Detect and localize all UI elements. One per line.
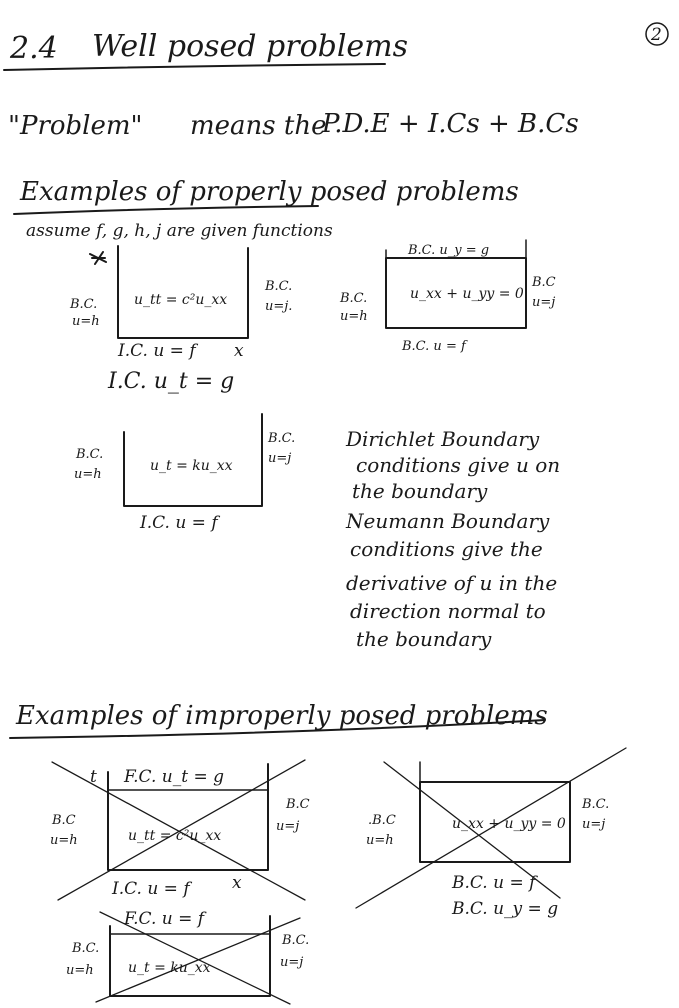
heat-left-bc-value: u=h — [74, 467, 102, 482]
improper-example-heat: F.C. u = f u_t = ku_xx B.C. u=h B.C. u=j — [66, 909, 309, 1005]
improper-heading-underline — [9, 719, 546, 739]
iheat-equation: u_t = ku_xx — [128, 960, 211, 976]
iwave-axes — [107, 763, 269, 871]
ilaplace-bottom-bc2: B.C. u_y = g — [451, 899, 558, 919]
boundary-notes: Dirichlet Boundary conditions give u on … — [345, 427, 560, 651]
ilaplace-right-bc-label: B.C. — [581, 797, 609, 812]
note-line: derivative of u in the — [346, 571, 557, 595]
note-line: Neumann Boundary — [345, 509, 550, 533]
note-line: the boundary — [352, 479, 488, 503]
wave-t-mark-icon — [89, 251, 107, 265]
iwave-left-bc-label: B.C — [51, 813, 76, 828]
wave-left-bc-value: u=h — [72, 314, 100, 329]
iwave-right-bc-label: B.C — [285, 797, 310, 812]
definition-quote: "Problem" — [8, 111, 143, 141]
iheat-left-bc-value: u=h — [66, 963, 94, 978]
iheat-right-bc-label: B.C. — [281, 933, 309, 948]
page-number-circle — [645, 22, 669, 46]
heat-left-bc-label: B.C. — [75, 447, 103, 462]
proper-example-wave: u_tt = c²u_xx B.C. u=h B.C. u=j. x I.C. … — [69, 245, 292, 394]
wave-x-axis: x — [234, 341, 244, 361]
laplace-top-line — [385, 239, 527, 259]
heat-right-bc-value: u=j — [268, 451, 291, 466]
section-underline — [3, 63, 386, 71]
proper-example-laplace: B.C. u_y = g u_xx + u_yy = 0 B.C. u=h B.… — [339, 239, 556, 354]
iheat-left-bc-label: B.C. — [71, 941, 99, 956]
page-number: 2 — [650, 25, 662, 45]
laplace-right-bc-label: B.C — [531, 275, 556, 290]
wave-ic1: I.C. u = f — [117, 341, 198, 361]
iwave-x-axis: x — [232, 873, 242, 893]
laplace-bottom-bc: B.C. u = f — [401, 339, 468, 354]
definition-means: means the — [190, 111, 326, 141]
laplace-equation: u_xx + u_yy = 0 — [410, 286, 524, 302]
laplace-right-bc-value: u=j — [532, 295, 555, 310]
note-line: conditions give the — [350, 537, 543, 561]
improper-heading: Examples of improperly posed problems — [15, 701, 548, 731]
definition-expression: P.D.E + I.Cs + B.Cs — [321, 109, 579, 139]
wave-ic2: I.C. u_t = g — [107, 369, 234, 394]
iwave-t-axis: t — [90, 767, 97, 787]
heat-ic: I.C. u = f — [139, 513, 220, 533]
iwave-equation: u_tt = c²u_xx — [128, 828, 221, 844]
improper-example-laplace: u_xx + u_yy = 0 .B.C u=h B.C. u=j B.C. u… — [355, 747, 627, 919]
laplace-top-bc: B.C. u_y = g — [407, 243, 489, 258]
ilaplace-box — [419, 781, 571, 863]
laplace-box — [385, 257, 527, 329]
iwave-top-fc: F.C. u_t = g — [123, 767, 224, 787]
section-title: Well posed problems — [92, 29, 408, 64]
ilaplace-cross-icon — [355, 747, 627, 909]
heat-right-bc-label: B.C. — [267, 431, 295, 446]
iwave-cross-icon — [51, 759, 306, 901]
iwave-ic: I.C. u = f — [111, 879, 192, 899]
proper-example-heat: u_t = ku_xx B.C. u=h B.C. u=j I.C. u = f — [74, 413, 295, 533]
ilaplace-right-bc-value: u=j — [582, 817, 605, 832]
iheat-top-fc: F.C. u = f — [123, 909, 207, 929]
iheat-right-bc-value: u=j — [280, 955, 303, 970]
ilaplace-equation: u_xx + u_yy = 0 — [452, 816, 566, 832]
ilaplace-left-bc-label: .B.C — [368, 813, 396, 828]
iheat-cross-icon — [95, 911, 301, 1005]
note-line: direction normal to — [350, 599, 546, 623]
ilaplace-left-bc-value: u=h — [366, 833, 394, 848]
section-number: 2.4 — [9, 31, 58, 66]
wave-axes — [117, 245, 249, 339]
heat-equation: u_t = ku_xx — [150, 458, 233, 474]
iwave-left-bc-value: u=h — [50, 833, 78, 848]
wave-right-bc-value: u=j. — [265, 299, 292, 314]
proper-heading-underline — [13, 205, 319, 215]
wave-right-bc-label: B.C. — [264, 279, 292, 294]
wave-equation: u_tt = c²u_xx — [134, 292, 227, 308]
heat-axes — [123, 413, 263, 507]
note-line: conditions give u on — [356, 453, 560, 477]
iheat-axes — [109, 915, 271, 997]
laplace-left-bc-value: u=h — [340, 309, 368, 324]
laplace-left-bc-label: B.C. — [339, 291, 367, 306]
ilaplace-bottom-bc1: B.C. u = f — [451, 873, 538, 893]
iwave-right-bc-value: u=j — [276, 819, 299, 834]
proper-heading: Examples of properly posed problems — [19, 177, 519, 207]
wave-left-bc-label: B.C. — [69, 297, 97, 312]
note-line: the boundary — [356, 627, 492, 651]
improper-example-wave: t F.C. u_t = g u_tt = c²u_xx B.C u=h B.C… — [50, 759, 310, 901]
assume-line: assume f, g, h, j are given functions — [26, 221, 333, 241]
note-line: Dirichlet Boundary — [345, 427, 540, 451]
